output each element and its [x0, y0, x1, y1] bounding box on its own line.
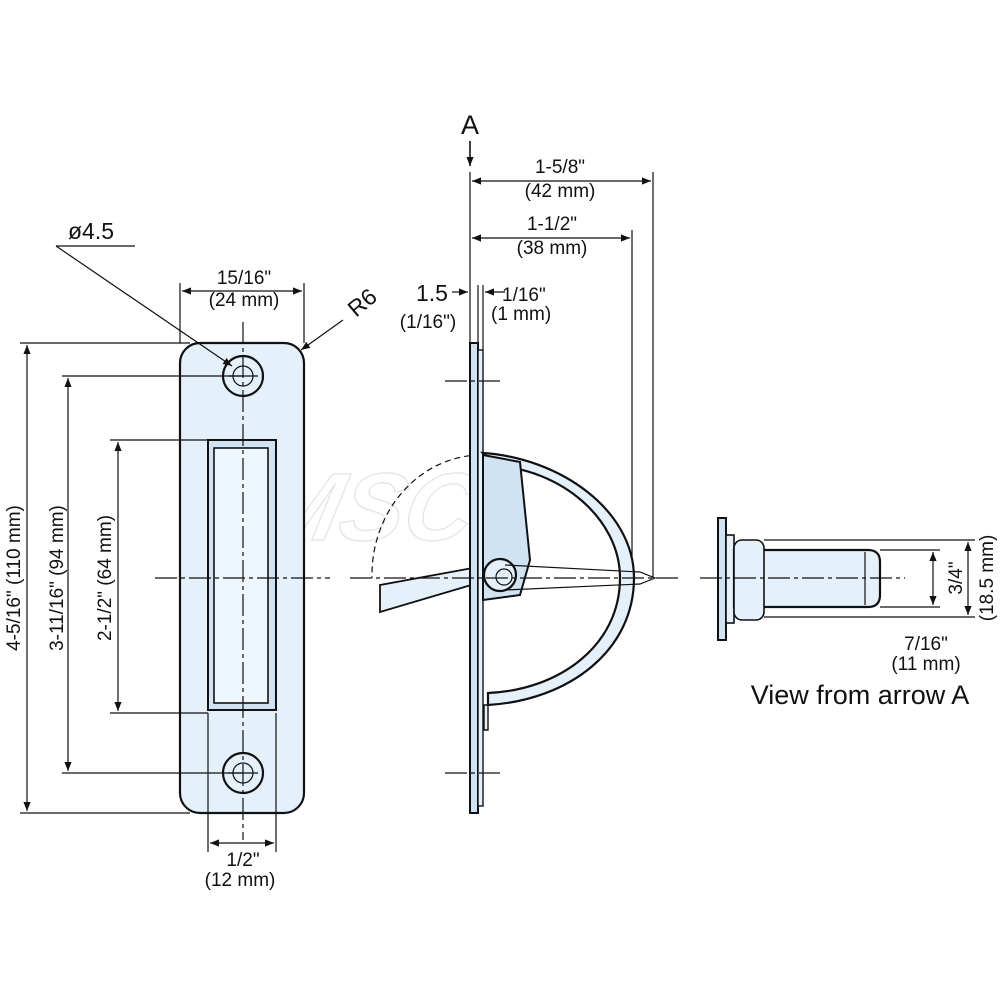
- overall-length-label: 4-5/16" (110 mm): [4, 505, 25, 651]
- plate-thickness-metric: 1.5: [416, 280, 448, 306]
- overall-depth-mm: (42 mm): [525, 181, 596, 202]
- ring-height-mm-label: (18.5 mm): [977, 535, 998, 622]
- swing-path-arc: [371, 454, 481, 579]
- pivot-pin: [495, 568, 513, 586]
- front-view: 4-5/16" (110 mm) 3-11/16" (94 mm) 2-1/2"…: [4, 218, 382, 891]
- arrow-view-caption: View from arrow A: [751, 680, 970, 710]
- pivot: [482, 557, 518, 593]
- overall-depth-inch: 1-5/8": [535, 157, 585, 178]
- recess-length-label: 2-1/2" (64 mm): [95, 515, 116, 641]
- arrow-a-label: A: [461, 110, 479, 140]
- ring-height-label: 3/4": [946, 561, 967, 594]
- width-inch: 7/16": [904, 634, 948, 655]
- hole-diameter-label: ø4.5: [68, 218, 114, 244]
- gap-inch: 1/16": [502, 285, 546, 306]
- arrow-view-plate: [717, 517, 727, 641]
- corner-radius-leader: [300, 319, 344, 351]
- recess-width-mm: (12 mm): [205, 870, 276, 891]
- recess-width-inch: 1/2": [226, 850, 259, 871]
- ring-depth-inch: 1-1/2": [527, 214, 577, 235]
- plate-thickness-inch: (1/16"): [400, 312, 456, 333]
- width-mm: (11 mm): [891, 654, 960, 675]
- side-view: A 1-5/8" (42 mm) 1-1/2" (38 mm): [350, 110, 680, 814]
- gap-mm: (1 mm): [491, 304, 551, 325]
- recess-inner: [213, 447, 269, 704]
- arrow-view-hinge: [733, 539, 765, 621]
- corner-radius-label: R6: [343, 283, 382, 322]
- plate-width-mm: (24 mm): [209, 290, 280, 311]
- hole-spacing-label: 3-11/16" (94 mm): [47, 505, 68, 651]
- plate-width-inch: 15/16": [217, 268, 271, 289]
- ring-depth-mm: (38 mm): [517, 238, 588, 259]
- arrow-view: 3/4" (18.5 mm) 7/16" (11 mm) View from a…: [700, 517, 998, 710]
- arrow-view-flange: [725, 534, 735, 624]
